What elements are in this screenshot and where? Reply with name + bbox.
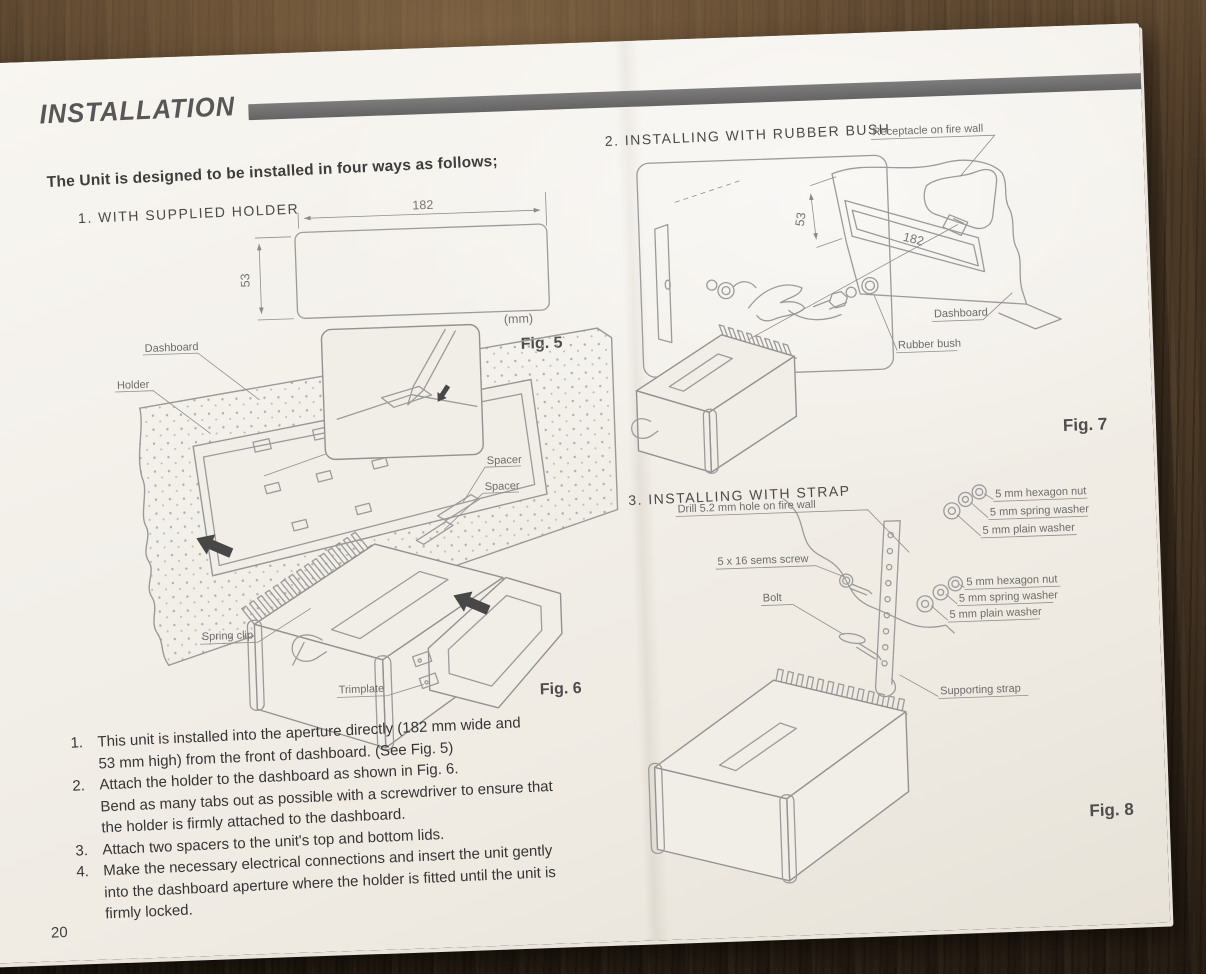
figure-8-strap-diagram: Drill 5.2 mm hole on fire wall 5 x 16 se… <box>648 484 1134 884</box>
bolt-and-bush-drawing <box>812 276 879 310</box>
upper-washer-stack-drawing <box>943 484 987 520</box>
instructions-list: 1. This unit is installed into the apert… <box>70 707 638 926</box>
figure-8-caption: Fig. 8 <box>1089 800 1134 821</box>
page-title: INSTALLATION <box>38 91 236 130</box>
trimplate-drawing <box>411 576 563 709</box>
spring-clip-drawing <box>291 634 328 666</box>
supporting-strap-label: Supporting strap <box>940 683 1021 698</box>
screwdriver-inset-drawing <box>264 323 484 477</box>
height-dimension-label: 53 <box>238 273 252 287</box>
figure-6-holder-diagram: Dashboard Holder Spacer Spacer Spring cl… <box>115 323 619 751</box>
height-dimension-line <box>256 243 264 314</box>
bolt-label: Bolt <box>763 592 782 605</box>
spacer-label-2: Spacer <box>485 480 521 493</box>
supporting-strap-drawing <box>874 520 901 698</box>
bolt-drawing <box>838 632 882 661</box>
receptacle-drawing <box>923 168 998 237</box>
figure-6-caption: Fig. 6 <box>540 680 582 698</box>
rubber-bush-label: Rubber bush <box>898 337 961 351</box>
page-number: 20 <box>50 924 68 942</box>
instruction-number: 3. <box>75 841 89 860</box>
hex-nut-label-2: 5 mm hexagon nut <box>966 573 1057 588</box>
unit-drawing-fig7 <box>631 324 798 474</box>
plain-washer-label-2: 5 mm plain washer <box>949 606 1042 621</box>
spring-washer-label-2: 5 mm spring washer <box>959 589 1059 604</box>
fig7-dashboard-label: Dashboard <box>934 307 988 321</box>
fig7-width-label: 182 <box>902 230 926 249</box>
instruction-number: 1. <box>70 734 84 752</box>
figure-7-rubber-bush-diagram: 182 53 Receptacle on fire wall <box>631 123 1108 474</box>
trimplate-label: Trimplate <box>339 683 385 697</box>
instruction-number: 2. <box>72 777 86 795</box>
firewall-dashboard-drawing: 182 53 <box>793 159 1062 330</box>
hex-nut-label-1: 5 mm hexagon nut <box>995 485 1086 500</box>
lower-washer-stack-drawing <box>916 576 964 613</box>
receptacle-label: Receptacle on fire wall <box>872 123 983 139</box>
manual-page: INSTALLATION The Unit is designed to be … <box>0 23 1171 965</box>
spacer-strips-drawing <box>415 494 480 546</box>
aperture-outline <box>294 223 550 319</box>
spring-washer-label-1: 5 mm spring washer <box>990 503 1090 518</box>
hand-inset-drawing <box>636 154 895 378</box>
sems-screw-drawing <box>839 573 873 596</box>
holder-label: Holder <box>117 379 150 392</box>
fig7-height-label: 53 <box>793 211 809 227</box>
width-dimension-line <box>304 207 541 221</box>
alignment-axis-line <box>747 224 959 341</box>
sems-screw-label: 5 x 16 sems screw <box>717 553 809 568</box>
hand-drawing <box>733 281 842 322</box>
dashboard-label: Dashboard <box>144 341 198 355</box>
figure-7-caption: Fig. 7 <box>1063 414 1108 435</box>
instruction-number: 4. <box>75 863 90 881</box>
width-dimension-label: 182 <box>412 198 433 213</box>
units-label: (mm) <box>504 311 534 326</box>
unit-drawing-fig8 <box>648 668 910 884</box>
spring-clip-label: Spring clip <box>202 629 254 643</box>
drill-hole-label: Drill 5.2 mm hole on fire wall <box>677 499 815 516</box>
spacer-label-1: Spacer <box>487 454 523 467</box>
plain-washer-label-1: 5 mm plain washer <box>982 522 1075 537</box>
